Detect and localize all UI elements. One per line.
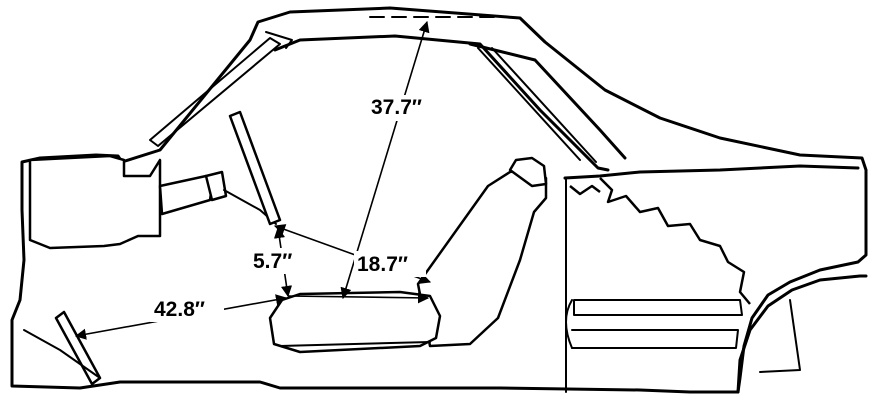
rear-wheel-arch <box>736 274 868 394</box>
cutaway-edge <box>569 177 751 305</box>
rear-trim-panels <box>565 299 801 373</box>
dashboard <box>28 154 162 250</box>
rear-quarter-line <box>563 164 860 393</box>
legroom-label: 42.8″ <box>154 298 205 321</box>
seat-height-label: 5.7″ <box>253 250 292 273</box>
seat-belt <box>228 110 282 226</box>
dimension-hip-line <box>287 292 430 304</box>
door-frame-outline <box>273 34 627 172</box>
headroom-label: 37.7″ <box>371 96 422 119</box>
floor-line <box>23 329 101 379</box>
windshield-trim <box>149 31 293 147</box>
car-body-outline <box>10 6 868 394</box>
seat-back-label: 18.7″ <box>357 253 408 276</box>
